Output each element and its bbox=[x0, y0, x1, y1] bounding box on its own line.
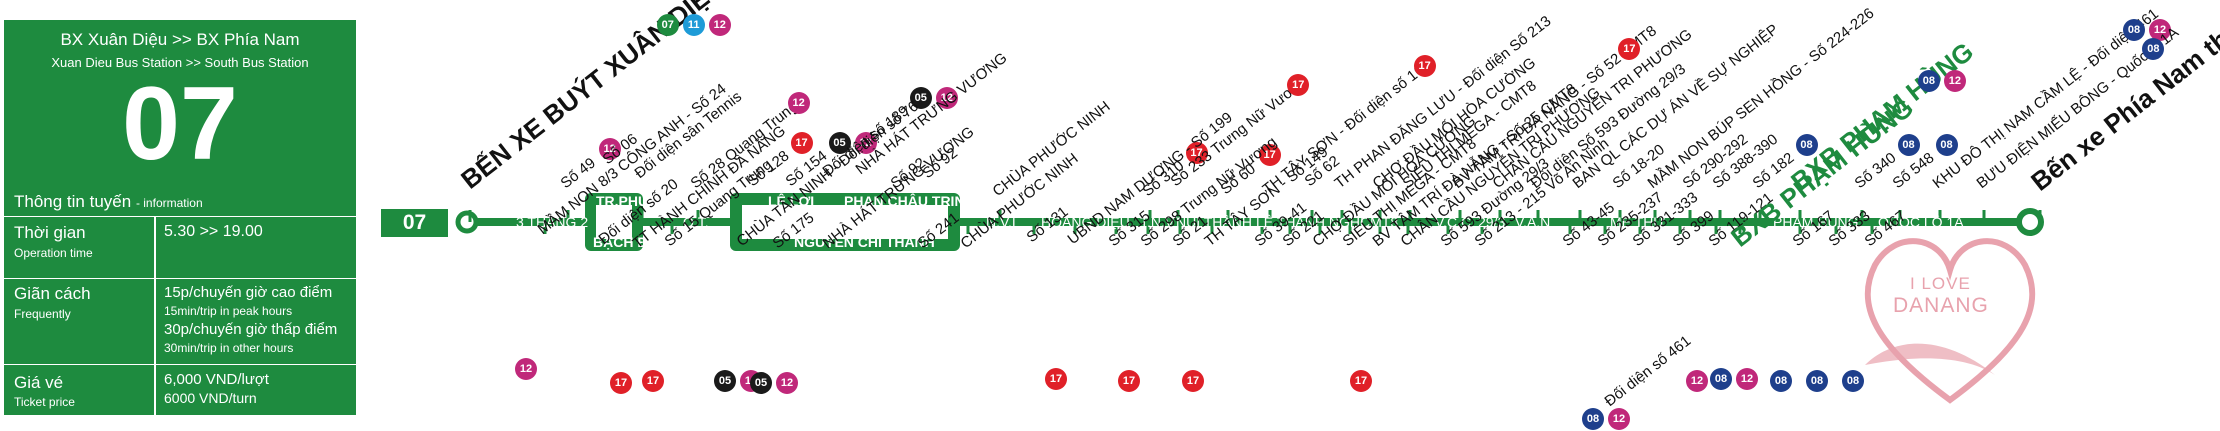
route-08-badge: 08 bbox=[1935, 133, 1958, 156]
route-17-badge: 17 bbox=[1618, 37, 1641, 60]
operation-time-row: Thời gian Operation time 5.30 >> 19.00 bbox=[4, 216, 356, 279]
route-12-badge: 12 bbox=[708, 13, 731, 36]
row-value: 30p/chuyến giờ thấp điểm bbox=[164, 321, 338, 338]
row-label: Giá vé bbox=[14, 373, 64, 392]
row-label: Thời gian bbox=[14, 223, 86, 242]
route-17-badge: 17 bbox=[1287, 74, 1310, 97]
row-value: 5.30 >> 19.00 bbox=[164, 223, 263, 240]
route-number: 07 bbox=[122, 66, 238, 182]
segment-label: MẸ THỨ bbox=[1610, 214, 1666, 230]
row-label: Giãn cách bbox=[14, 284, 91, 303]
frequency-row: Giãn cách Frequently 15p/chuyến giờ cao … bbox=[4, 278, 356, 365]
route-08-badge: 08 bbox=[1710, 368, 1732, 390]
route-12-badge: 12 bbox=[935, 87, 958, 110]
route-17-badge: 17 bbox=[642, 370, 664, 392]
row-value: 30min/trip in other hours bbox=[164, 341, 294, 355]
route-12-badge: 12 bbox=[776, 372, 798, 394]
segment-label: V.C.C bbox=[1435, 214, 1472, 230]
segment-label: TR.PHÚ bbox=[596, 193, 649, 209]
route-12-badge: 12 bbox=[2149, 18, 2172, 41]
route-17-badge: 17 bbox=[1413, 55, 1436, 78]
route-08-badge: 08 bbox=[2123, 18, 2146, 41]
watermark-line2: DANANG bbox=[1893, 294, 1989, 317]
route-17-badge: 17 bbox=[1350, 370, 1372, 392]
segment-label: V.A.N bbox=[1515, 214, 1551, 230]
segment-label: N.V.L bbox=[986, 214, 1020, 230]
route-12-badge: 12 bbox=[1608, 408, 1630, 430]
route-12-badge: 12 bbox=[1736, 368, 1758, 390]
segment-label: T.N.V bbox=[1140, 214, 1175, 230]
info-heading: Thông tin tuyến bbox=[14, 192, 132, 211]
segment-label: PHẠM HÙNG bbox=[1773, 214, 1859, 230]
end-terminal bbox=[2016, 208, 2044, 236]
route-08-badge: 08 bbox=[1842, 370, 1864, 392]
route-07-badge: 07 bbox=[656, 13, 679, 36]
line-badge-label: 07 bbox=[402, 211, 427, 234]
route-17-badge: 17 bbox=[1118, 370, 1140, 392]
route-08-badge: 08 bbox=[1897, 133, 1920, 156]
segment-label: NÚI THÀNH bbox=[1176, 214, 1252, 230]
route-11-badge: 11 bbox=[682, 13, 705, 36]
route-12-badge: 12 bbox=[598, 137, 621, 160]
route-08-badge: 08 bbox=[1770, 370, 1792, 392]
row-value: 6000 VND/turn bbox=[164, 390, 257, 406]
segment-label: PHAN CHÂU TRINH bbox=[844, 193, 975, 209]
route-title: BX Xuân Diệu >> BX Phía Nam bbox=[60, 30, 300, 49]
segment-label: LÊ THANH NGHỊ bbox=[1256, 214, 1364, 230]
route-17-badge: 17 bbox=[790, 131, 813, 154]
route-12-badge: 12 bbox=[515, 358, 537, 380]
row-value: 15min/trip in peak hours bbox=[164, 304, 293, 318]
route-08-badge: 08 bbox=[1795, 133, 1818, 156]
row-value: 15p/chuyến giờ cao điểm bbox=[164, 284, 333, 301]
route-05-badge: 05 bbox=[714, 370, 736, 392]
segment-label: 29/3 bbox=[1478, 214, 1506, 230]
info-heading-en: - information bbox=[135, 196, 203, 210]
route-08-badge: 08 bbox=[1582, 408, 1604, 430]
segment-label: BẠCH ĐẰNG bbox=[593, 234, 679, 250]
route-08-badge: 08 bbox=[2142, 37, 2165, 60]
segment-label: Q.T. bbox=[683, 214, 709, 230]
route-info-panel: BX Xuân Diệu >> BX Phía Nam Xuan Dieu Bu… bbox=[4, 20, 356, 416]
route-12-badge: 12 bbox=[787, 91, 810, 114]
line-badge: 07 bbox=[381, 209, 448, 237]
segment-label: LÊ LỢI bbox=[768, 193, 815, 209]
row-label-en: Frequently bbox=[14, 307, 71, 321]
watermark-line1: I LOVE bbox=[1910, 274, 1971, 293]
route-17-badge: 17 bbox=[1182, 370, 1204, 392]
route-17-badge: 17 bbox=[1045, 368, 1067, 390]
route-08-badge: 08 bbox=[1806, 370, 1828, 392]
route-12-badge: 12 bbox=[1943, 69, 1966, 92]
row-value: 6,000 VND/lượt bbox=[164, 371, 269, 388]
route-17-badge: 17 bbox=[1185, 141, 1208, 164]
segment-label: QUỐC LỘ 1A bbox=[1878, 214, 1964, 230]
heart-watermark bbox=[1864, 238, 2036, 404]
segment-label: HOÀNG DIỆU bbox=[1041, 214, 1130, 230]
segment-label: CMT8 bbox=[1360, 214, 1399, 230]
segment-label: 3 THÁNG 2 bbox=[516, 214, 589, 230]
segment-label: NGUYỄN CHÍ THANH bbox=[794, 234, 935, 250]
route-17-badge: 17 bbox=[610, 372, 632, 394]
route-05-badge: 05 bbox=[750, 372, 772, 394]
route-08-badge: 08 bbox=[1917, 69, 1940, 92]
route-05-badge: 05 bbox=[828, 131, 851, 154]
ticket-price-row: Giá vé Ticket price 6,000 VND/lượt 6000 … bbox=[4, 364, 356, 416]
route-title-en: Xuan Dieu Bus Station >> South Bus Stati… bbox=[51, 55, 309, 70]
route-12-badge: 12 bbox=[1686, 370, 1708, 392]
start-terminal bbox=[455, 210, 479, 234]
row-label-en: Operation time bbox=[14, 246, 93, 260]
row-label-en: Ticket price bbox=[14, 395, 75, 409]
route-05-badge: 05 bbox=[909, 87, 932, 110]
route-12-badge: 12 bbox=[854, 131, 877, 154]
route-17-badge: 17 bbox=[1258, 143, 1281, 166]
